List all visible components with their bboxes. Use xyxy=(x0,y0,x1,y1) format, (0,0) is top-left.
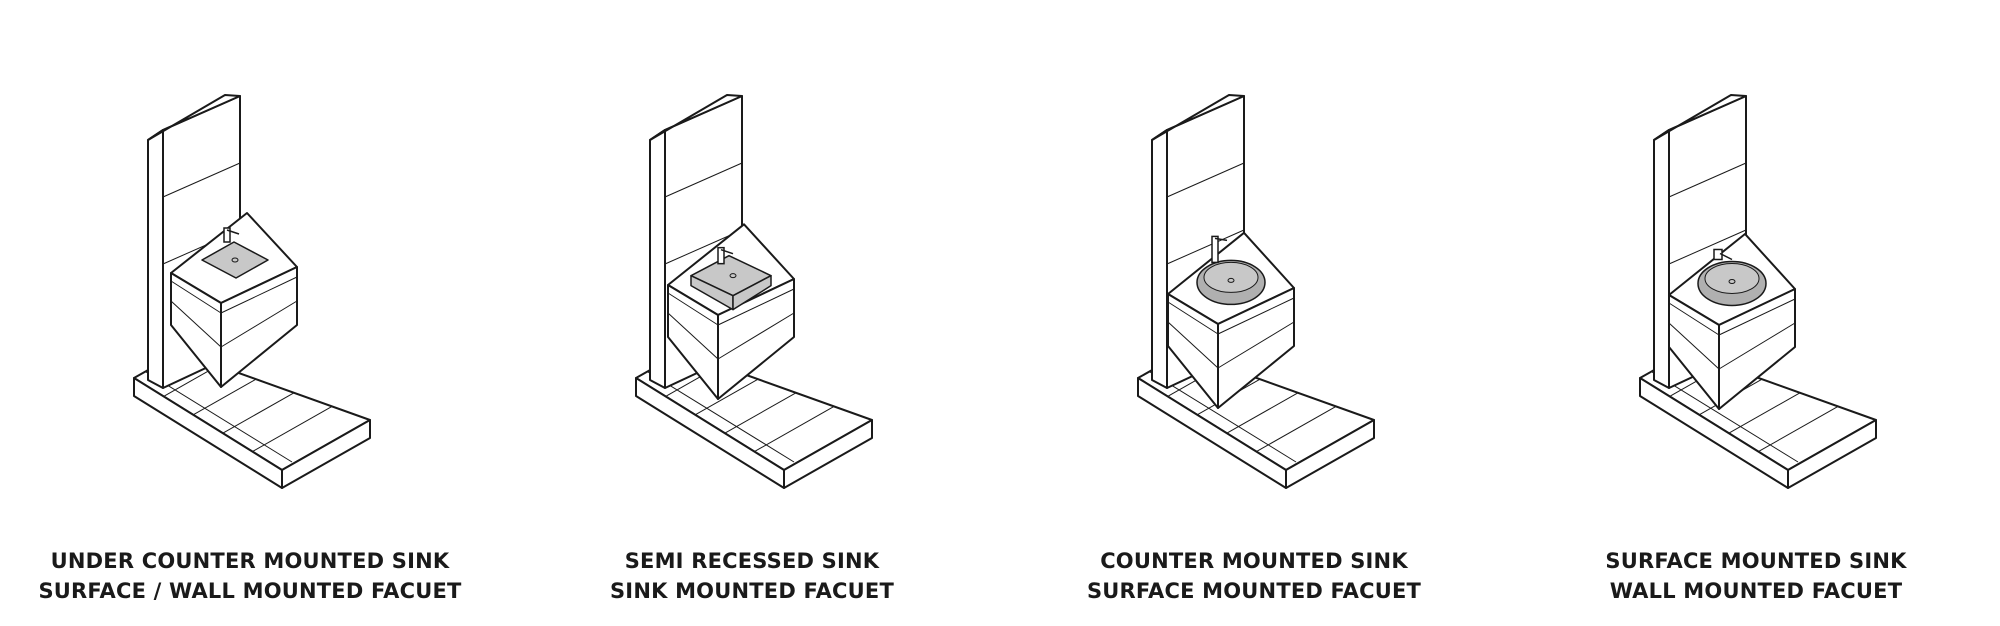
drain-icon xyxy=(1728,278,1736,284)
drain-icon xyxy=(729,273,737,279)
wall-panel-edge xyxy=(1653,129,1670,389)
wall-tile-joint xyxy=(1668,162,1747,198)
floor-platform-right-side xyxy=(281,419,371,489)
bathroom-vignette-2 xyxy=(635,94,873,489)
drawer-seam xyxy=(1167,301,1219,335)
sink-apron-right xyxy=(732,274,772,311)
wall-panel-edge xyxy=(649,129,666,389)
vanity-front-right xyxy=(220,266,298,388)
basin-rim xyxy=(1704,262,1760,294)
wall-panel-top xyxy=(147,94,241,141)
floor-platform-right-side xyxy=(783,419,873,489)
caption-semi-recessed: SEMI RECESSED SINK SINK MOUNTED FACUET xyxy=(532,546,972,606)
floor-platform-right-side xyxy=(1285,419,1375,489)
drawer-seam xyxy=(1718,298,1796,336)
basin-rim xyxy=(1203,261,1259,293)
bathroom-vignette-1 xyxy=(133,94,371,489)
drawer-seam xyxy=(1167,321,1219,369)
faucet-type-label: SINK MOUNTED FACUET xyxy=(609,579,894,603)
sink-type-label: COUNTER MOUNTED SINK xyxy=(1100,549,1408,573)
floor-recess-edge xyxy=(1149,371,1297,463)
drawer-seam xyxy=(220,300,298,348)
drawer-seam xyxy=(1668,302,1720,336)
caption-counter-mounted: COUNTER MOUNTED SINK SURFACE MOUNTED FAC… xyxy=(1034,546,1474,606)
drawer-seam xyxy=(1718,322,1796,370)
drawer-seam xyxy=(170,300,222,348)
sink-type-label: SURFACE MOUNTED SINK xyxy=(1605,549,1907,573)
wall-tile-joint xyxy=(162,162,241,198)
faucet-spout xyxy=(720,248,734,255)
drawer-seam xyxy=(717,312,795,360)
floor-tile-seam xyxy=(694,378,759,416)
sink-faucet-icon xyxy=(717,246,725,265)
floor-tile-seam xyxy=(192,378,257,416)
vanity-front-right xyxy=(717,278,795,400)
sink-type-label: SEMI RECESSED SINK xyxy=(624,549,880,573)
deck-faucet-icon xyxy=(223,227,231,243)
floor-platform-right-side xyxy=(1787,419,1877,489)
drawer-seam xyxy=(717,288,795,326)
floor-recess-edge xyxy=(145,371,293,463)
wall-tile-joint xyxy=(1166,162,1245,198)
undercounter-sink-icon xyxy=(201,241,269,279)
wall-panel-top xyxy=(1151,94,1245,141)
vanity-front-right xyxy=(1718,288,1796,410)
wall-panel-top xyxy=(1653,94,1747,141)
caption-under-counter: UNDER COUNTER MOUNTED SINK SURFACE / WAL… xyxy=(30,546,470,606)
floor-recess-edge xyxy=(1651,371,1799,463)
drawer-seam xyxy=(220,276,298,314)
bathroom-vignette-3 xyxy=(1137,94,1375,489)
drawer-seam xyxy=(1668,322,1720,370)
faucet-type-label: WALL MOUNTED FACUET xyxy=(1609,579,1903,603)
wall-panel-edge xyxy=(1151,129,1168,389)
faucet-spout xyxy=(226,229,240,235)
drawer-seam xyxy=(1217,321,1295,369)
floor-tile-seam xyxy=(754,405,835,453)
floor-recess-edge xyxy=(647,371,795,463)
drawer-seam xyxy=(1217,297,1295,335)
wall-panel-edge xyxy=(147,129,164,389)
bathroom-vignette-4 xyxy=(1639,94,1877,489)
drawer-seam xyxy=(667,292,719,326)
faucet-type-label: SURFACE / WALL MOUNTED FACUET xyxy=(38,579,462,603)
faucet-spout xyxy=(1719,252,1733,261)
faucet-type-label: SURFACE MOUNTED FACUET xyxy=(1086,579,1422,603)
wall-tile-joint xyxy=(664,162,743,198)
caption-surface-mounted: SURFACE MOUNTED SINK WALL MOUNTED FACUET xyxy=(1536,546,1976,606)
floor-tile-seam xyxy=(1758,405,1839,453)
faucet-spout xyxy=(1214,237,1228,242)
drain-icon xyxy=(231,257,239,263)
tall-faucet-icon xyxy=(1211,235,1219,264)
drawer-seam xyxy=(667,312,719,360)
wall-tile-joint xyxy=(1668,229,1747,265)
vanity-front-right xyxy=(1217,287,1295,409)
sink-type-label: UNDER COUNTER MOUNTED SINK xyxy=(50,549,450,573)
floor-tile-seam xyxy=(252,405,333,453)
floor-tile-seam xyxy=(1256,405,1337,453)
drawer-seam xyxy=(170,280,222,314)
drain-icon xyxy=(1227,277,1235,283)
wall-tile-joint xyxy=(1166,229,1245,265)
wall-panel-top xyxy=(649,94,743,141)
